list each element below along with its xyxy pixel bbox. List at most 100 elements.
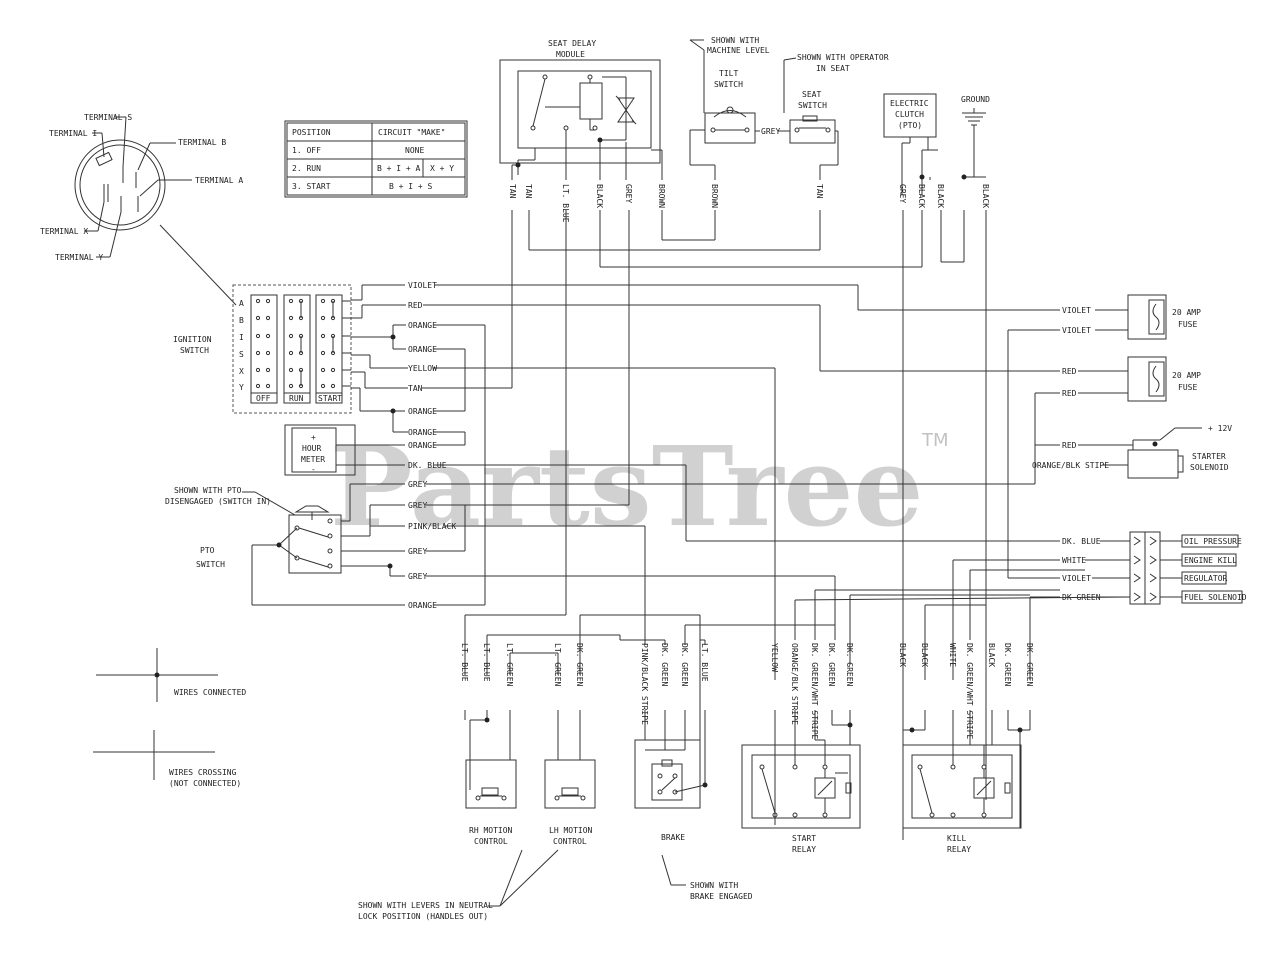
ignition-switch-label-1: IGNITION [173, 335, 212, 344]
trademark: TM [921, 430, 949, 451]
table-row-off-position: 1. OFF [292, 146, 321, 155]
bottom-wire-label-3: LT. GREEN [553, 643, 562, 687]
brake-note-2: BRAKE ENGAGED [690, 892, 753, 901]
electric-clutch [883, 93, 938, 195]
wire-white-r: WHITE [1062, 556, 1086, 565]
terminal-y-label: TERMINAL Y [55, 253, 103, 262]
bottom-wire-label-1: LT. BLUE [482, 643, 491, 682]
engine-connector [1129, 531, 1243, 605]
tilt-switch-label-2: SWITCH [714, 80, 743, 89]
hour-meter-minus: - [311, 465, 316, 474]
legend-wires-connected [96, 648, 218, 702]
table-row-start-circuit: B + I + S [389, 182, 433, 191]
tilt-switch [689, 39, 756, 144]
table-row-run-circuit2: X + Y [430, 164, 454, 173]
kill-relay-label-1: KILL [947, 834, 966, 843]
brake-note-1: SHOWN WITH [690, 881, 738, 890]
hour-meter-label-1: HOUR [302, 444, 321, 453]
starter-label-1: STARTER [1192, 452, 1226, 461]
pto-note-1: SHOWN WITH PTO [174, 486, 242, 495]
bottom-wire-label-16: WHITE [948, 643, 957, 667]
wire-red-1: RED [408, 301, 423, 310]
brake-label: BRAKE [661, 833, 685, 842]
rh-motion-control [464, 710, 517, 809]
ground-label: GROUND [961, 95, 990, 104]
top-wire-label-1: TAN [524, 184, 533, 199]
bottom-wire-label-0: LT. BLUE [460, 643, 469, 682]
ignition-output-wires [336, 284, 1060, 680]
lever-note-2: LOCK POSITION (HANDLES OUT) [358, 912, 488, 921]
regulator-label: REGULATOR [1184, 574, 1228, 583]
tilt-seat-wire: GREY [761, 127, 780, 136]
wire-dk-blue-1: DK. BLUE [408, 461, 447, 470]
wire-orange-blk-stipe: ORANGE/BLK STIPE [1032, 461, 1109, 470]
pto-note-2: DISENGAGED (SWITCH IN) [165, 497, 271, 506]
bottom-wire-label-15: BLACK [920, 643, 929, 667]
bottom-wire-label-6: DK. GREEN [660, 643, 669, 687]
wire-orange-2: ORANGE [408, 345, 437, 354]
top-wire-label-7: TAN [815, 184, 824, 199]
pto-switch-label-1: PTO [200, 546, 215, 555]
fuse-1 [1127, 294, 1167, 340]
fuel-solenoid-label: FUEL SOLENOID [1184, 593, 1247, 602]
bottom-wire-label-13: DK. GREEN [845, 643, 854, 687]
legend-wires-crossing [93, 730, 215, 780]
seat-delay-label-2: MODULE [556, 50, 585, 59]
ignition-switch [232, 284, 352, 414]
tilt-note-1: SHOWN WITH [711, 36, 759, 45]
top-wire-label-2: LT. BLUE [561, 184, 570, 223]
rh-motion-label-2: CONTROL [474, 837, 508, 846]
kill-relay [902, 710, 1031, 829]
wire-violet-r1: VIOLET [1062, 306, 1091, 315]
wire-orange-3: ORANGE [408, 407, 437, 416]
bottom-harness [464, 569, 1131, 800]
wire-orange-4: ORANGE [408, 428, 437, 437]
seat-note-2: IN SEAT [816, 64, 850, 73]
bottom-wire-label-10: ORANGE/BLK STRIPE [790, 643, 799, 725]
top-wire-label-0: TAN [508, 184, 517, 199]
lh-motion-control [544, 710, 596, 809]
wire-grey-1: GREY [408, 480, 427, 489]
table-row-run-circuit: B + I + A [377, 164, 421, 173]
pto-switch [242, 491, 485, 606]
ign-row-i: I [239, 333, 244, 342]
table-row-start-position: 3. START [292, 182, 331, 191]
wire-grey-2: GREY [408, 501, 427, 510]
bottom-wire-label-12: DK. GREEN [827, 643, 836, 687]
start-relay [741, 710, 861, 829]
bottom-wire-label-5: PINK/BLACK STRIPE [640, 643, 649, 725]
wire-orange-1: ORANGE [408, 321, 437, 330]
wire-red-r2: RED [1062, 389, 1077, 398]
table-row-run-position: 2. RUN [292, 164, 321, 173]
wire-pink-black: PINK/BLACK [408, 522, 456, 531]
top-harness-lines [511, 129, 967, 180]
bottom-wire-label-20: DK. GREEN [1025, 643, 1034, 687]
fuse-2-label-1: 20 AMP [1172, 371, 1201, 380]
top-wire-label-4: GREY [624, 184, 633, 203]
fuse-1-label-1: 20 AMP [1172, 308, 1201, 317]
clutch-label-2: CLUTCH [895, 110, 924, 119]
wire-grey-3: GREY [408, 547, 427, 556]
bottom-wire-label-9: YELLOW [770, 643, 779, 672]
ignition-switch-label-2: SWITCH [180, 346, 209, 355]
lever-note-leader [488, 849, 559, 907]
ign-row-y: Y [239, 383, 244, 392]
rh-motion-label-1: RH MOTION [469, 826, 513, 835]
wire-violet-r3: VIOLET [1062, 574, 1091, 583]
wire-dk-blue-r: DK. BLUE [1062, 537, 1101, 546]
ign-pos-start: START [318, 394, 342, 403]
ignition-switch-face [74, 116, 237, 306]
table-header-position: POSITION [292, 128, 331, 137]
seat-switch-label-1: SEAT [802, 90, 821, 99]
wire-grey-4: GREY [408, 572, 427, 581]
ign-row-a: A [239, 299, 244, 308]
terminal-b-label: TERMINAL B [178, 138, 226, 147]
bottom-wire-label-2: LT. GREEN [505, 643, 514, 687]
table-header-circuit: CIRCUIT "MAKE" [378, 128, 445, 137]
fuse-1-label-2: FUSE [1178, 320, 1197, 329]
bottom-wire-labels: LT. BLUE LT. BLUE LT. GREEN LT. GREEN DK. GR… [460, 643, 1034, 740]
top-wire-runs [511, 210, 987, 840]
bottom-wire-label-11: DK. GREEN/WHT STRIPE [810, 643, 819, 740]
wire-orange-6: ORANGE [408, 601, 437, 610]
